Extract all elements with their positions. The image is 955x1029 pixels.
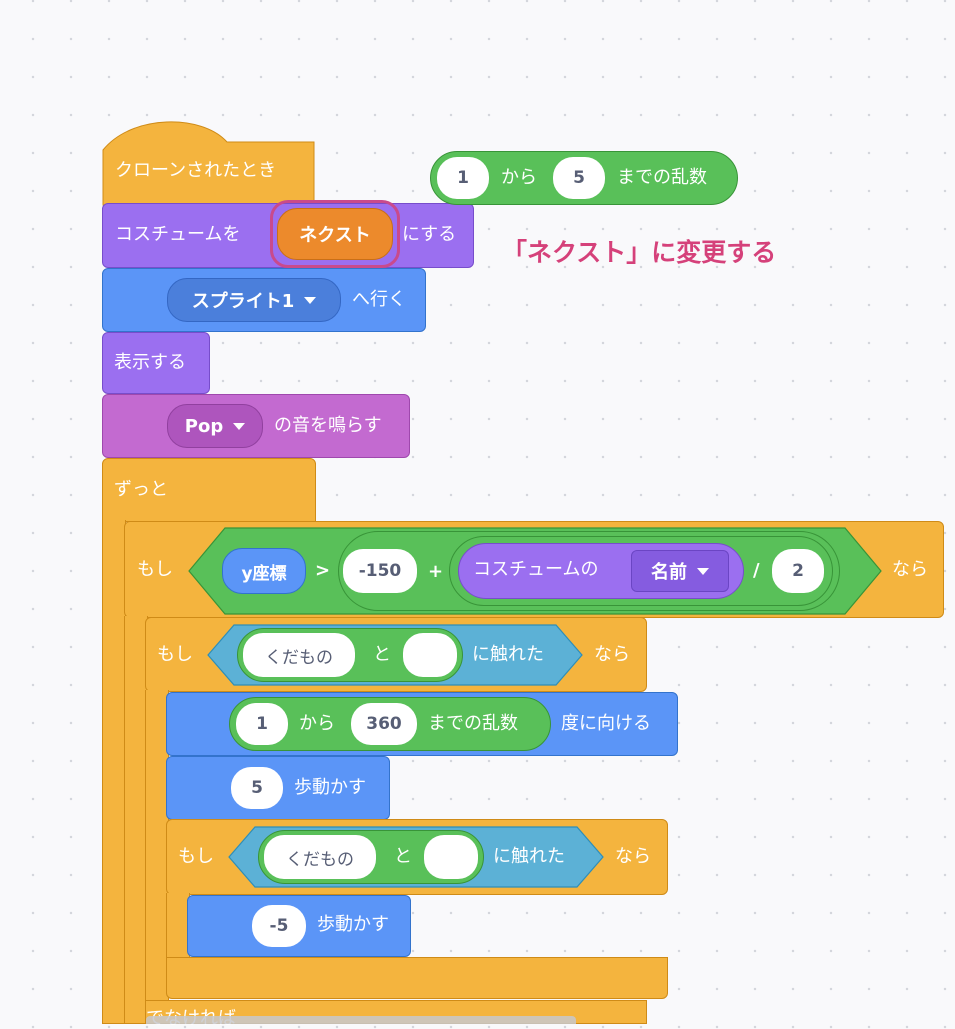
costume-attribute-dropdown[interactable]: 名前 [631, 550, 729, 592]
random-from-value: 1 [256, 714, 268, 734]
move-steps-suffix-2: 歩動かす [317, 914, 389, 935]
plus-symbol: + [428, 561, 444, 582]
join-input-2a[interactable]: くだもの [264, 835, 376, 879]
show-block[interactable] [102, 332, 210, 394]
floating-made-label: までの乱数 [617, 167, 707, 188]
minus150-value: -150 [358, 561, 402, 581]
join-input-1a-value: くだもの [265, 647, 333, 668]
move-steps-input-2[interactable]: -5 [252, 905, 306, 947]
dropdown-arrow-icon [304, 296, 317, 304]
if-block-2-arm [145, 690, 169, 1002]
forever-label: ずっと [114, 479, 168, 500]
floating-to-input[interactable]: 5 [553, 157, 605, 199]
goto-target-dropdown[interactable]: スプライト1 [167, 278, 341, 322]
goto-target-value: スプライト1 [191, 291, 295, 312]
join-input-2a-value: くだもの [286, 849, 354, 870]
divisor-input[interactable]: 2 [772, 549, 824, 593]
join-input-2b[interactable] [424, 835, 478, 879]
dropdown-arrow-icon [233, 422, 246, 430]
join-input-1b[interactable] [403, 633, 457, 677]
scrollbar-overlay[interactable] [146, 1016, 576, 1024]
join-input-1a[interactable]: くだもの [243, 633, 355, 677]
forever-arm [102, 520, 126, 1024]
y-position-reporter[interactable]: y座標 [222, 548, 306, 594]
floating-from-input[interactable]: 1 [437, 157, 489, 199]
floating-from-value: 1 [457, 168, 469, 188]
floating-to-value: 5 [573, 168, 585, 188]
switch-costume-suffix: にする [402, 224, 457, 245]
random-to-input[interactable]: 360 [351, 703, 417, 745]
annotation-text: 「ネクスト」に変更する [502, 238, 777, 267]
sound-dropdown-value: Pop [184, 415, 224, 437]
forever-block[interactable] [102, 458, 316, 522]
show-label: 表示する [114, 352, 186, 373]
random-kara-label: から [299, 713, 335, 734]
if1-moshi: もし [137, 559, 173, 580]
divisor-value: 2 [792, 561, 804, 581]
floating-kara-label: から [501, 167, 537, 188]
divide-symbol: / [753, 560, 760, 581]
if1-nara: なら [892, 559, 928, 580]
costume-highlight-frame [270, 200, 400, 268]
go-to-suffix: へ行く [352, 289, 406, 310]
play-sound-suffix: の音を鳴らす [274, 415, 382, 436]
if-block-3-bottom [166, 957, 668, 999]
dropdown-arrow-icon [697, 567, 709, 575]
gt-symbol: > [315, 560, 331, 581]
move-steps-suffix-1: 歩動かす [294, 777, 366, 798]
touching-label-1: に触れた [472, 644, 544, 665]
y-position-label: y座標 [241, 563, 287, 584]
if2-nara: なら [594, 644, 630, 665]
move-steps-value-2: -5 [269, 916, 289, 936]
hat-label: クローンされたとき [115, 160, 277, 181]
move-steps-value-1: 5 [251, 778, 263, 798]
random-to-value: 360 [366, 714, 402, 734]
if2-moshi: もし [157, 644, 193, 665]
random-made-label: までの乱数 [428, 713, 518, 734]
join-word-1: と [373, 644, 391, 665]
point-suffix: 度に向ける [561, 713, 651, 734]
sound-dropdown[interactable]: Pop [167, 404, 263, 448]
if3-moshi: もし [178, 846, 214, 867]
random-from-input[interactable]: 1 [236, 703, 288, 745]
minus150-input[interactable]: -150 [343, 549, 417, 593]
costume-dropdown[interactable]: ネクスト [277, 208, 393, 260]
if3-nara: なら [615, 846, 651, 867]
costume-of-label: コスチュームの [473, 559, 599, 580]
join-word-2: と [394, 846, 412, 867]
touching-label-2: に触れた [493, 846, 565, 867]
costume-attribute-value: 名前 [651, 562, 687, 583]
costume-dropdown-value: ネクスト [299, 225, 371, 246]
move-steps-input-1[interactable]: 5 [231, 767, 283, 809]
switch-costume-prefix: コスチュームを [115, 224, 241, 245]
